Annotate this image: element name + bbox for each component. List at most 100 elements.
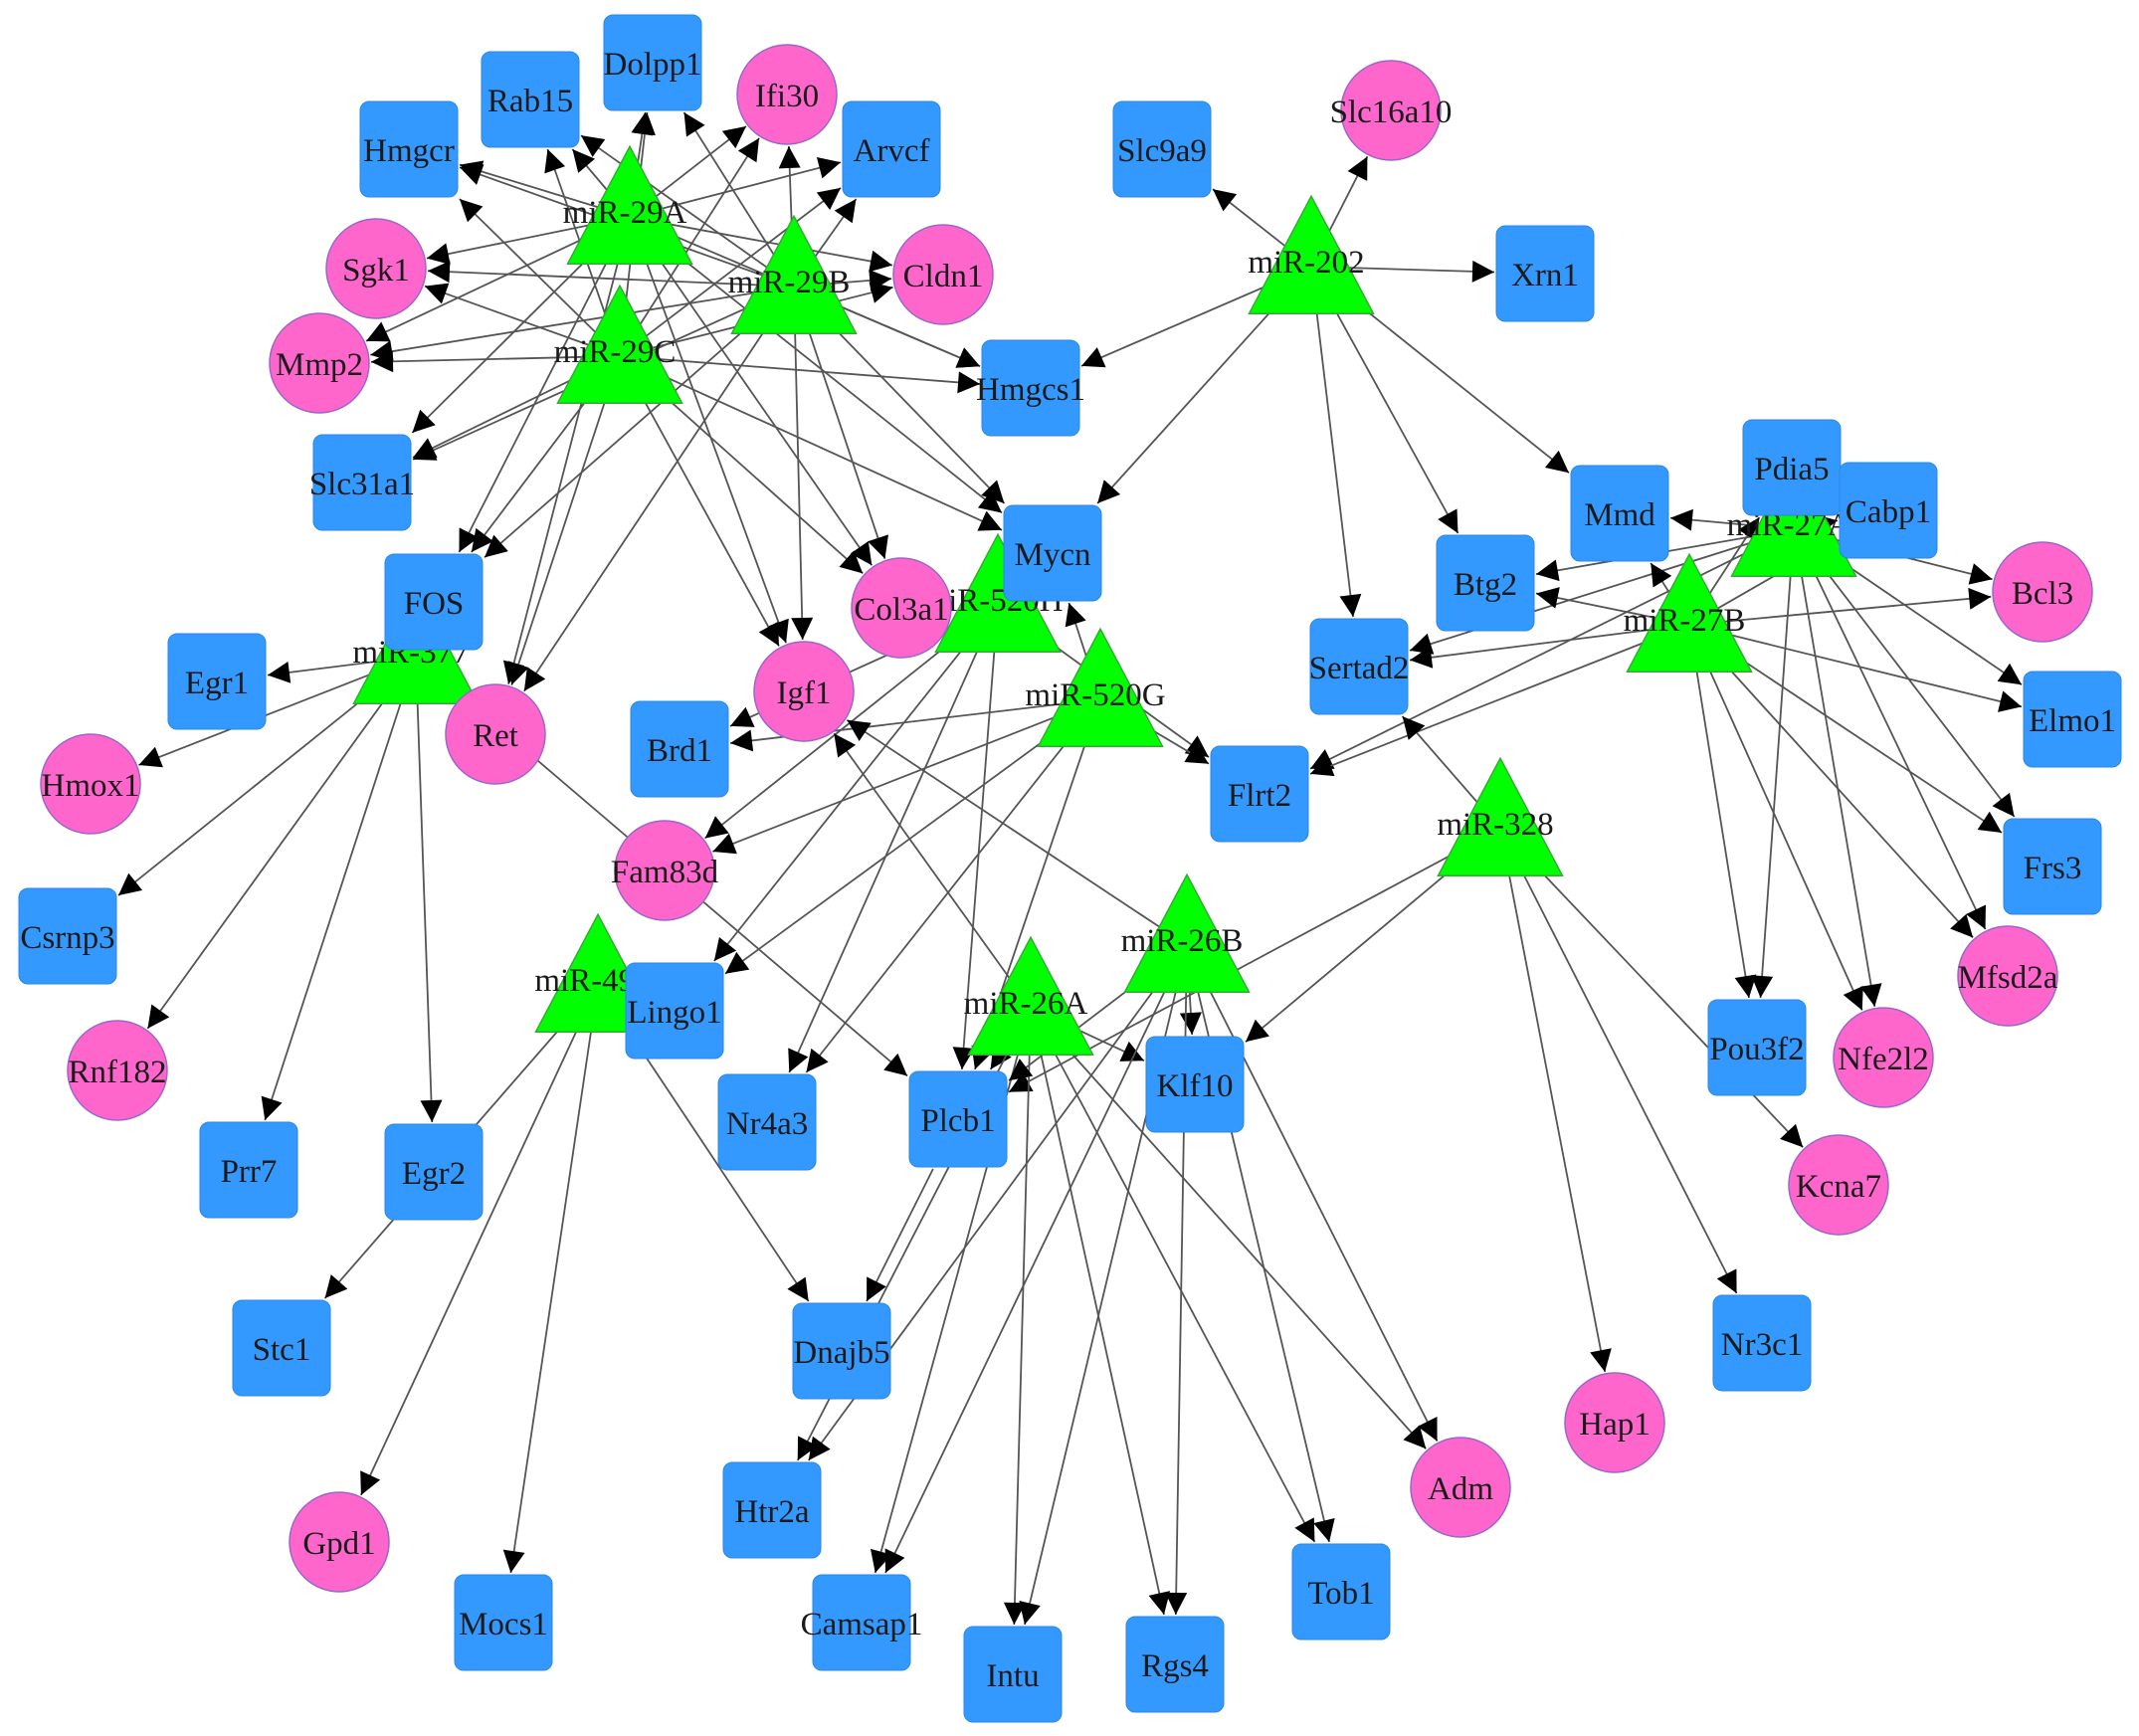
gene-node-adm[interactable]: Adm [1410, 1437, 1511, 1538]
edge-mir-27b-to-nfe2l2 [1700, 652, 1863, 1011]
gene-node-pdia5[interactable]: Pdia5 [1742, 419, 1842, 516]
mirna-node-mir-26a[interactable]: miR-26A [964, 935, 1094, 1056]
circle-shape [614, 820, 715, 921]
square-shape [312, 434, 412, 531]
gene-node-xrn1[interactable]: Xrn1 [1495, 225, 1595, 322]
square-shape [963, 1626, 1063, 1723]
edge-mir-202-to-slc9a9 [1212, 188, 1288, 250]
gene-node-prr7[interactable]: Prr7 [199, 1121, 298, 1219]
edge-mir-26a-to-intu [1003, 1037, 1032, 1626]
edge-mir-202-to-hmgcs1 [1080, 278, 1284, 368]
edge-mir-29b-to-rab15 [580, 134, 771, 271]
gene-node-stc1[interactable]: Stc1 [232, 1299, 331, 1397]
gene-node-kcna7[interactable]: Kcna7 [1788, 1134, 1889, 1236]
mirna-node-mir-29b[interactable]: miR-29B [728, 214, 858, 334]
square-shape [1309, 618, 1409, 715]
gene-node-hmox1[interactable]: Hmox1 [40, 733, 141, 835]
gene-node-egr1[interactable]: Egr1 [167, 633, 267, 730]
circle-shape [1992, 541, 2093, 643]
edge-mir-29b-to-igf1 [791, 315, 814, 641]
gene-node-hap1[interactable]: Hap1 [1564, 1372, 1665, 1473]
mirna-node-mir-328[interactable]: miR-328 [1437, 756, 1564, 876]
edge-mir-202-to-btg2 [1324, 291, 1459, 534]
mirna-node-mir-29a[interactable]: miR-29A [563, 144, 693, 265]
gene-node-col3a1[interactable]: Col3a1 [851, 557, 952, 659]
gene-node-gpd1[interactable]: Gpd1 [289, 1491, 390, 1593]
gene-node-mfsd2a[interactable]: Mfsd2a [1957, 925, 2058, 1027]
circle-shape [445, 683, 546, 785]
node-label: Arvcf [854, 133, 930, 169]
gene-node-mmp2[interactable]: Mmp2 [269, 312, 370, 414]
square-shape [625, 962, 724, 1060]
gene-node-plcb1[interactable]: Plcb1 [908, 1070, 1008, 1168]
gene-node-rgs4[interactable]: Rgs4 [1125, 1616, 1225, 1713]
gene-node-slc9a9[interactable]: Slc9a9 [1112, 100, 1212, 198]
edge-mir-377-to-egr2 [416, 685, 443, 1123]
gene-node-fam83d[interactable]: Fam83d [611, 820, 719, 921]
gene-node-elmo1[interactable]: Elmo1 [2023, 671, 2122, 768]
gene-node-brd1[interactable]: Brd1 [630, 700, 729, 798]
gene-node-klf10[interactable]: Klf10 [1145, 1036, 1245, 1133]
gene-node-fos[interactable]: FOS [384, 553, 484, 651]
gene-node-tob1[interactable]: Tob1 [1291, 1543, 1391, 1640]
gene-node-rnf182[interactable]: Rnf182 [67, 1020, 168, 1121]
mirna-node-mir-27b[interactable]: miR-27B [1624, 552, 1753, 673]
gene-node-htr2a[interactable]: Htr2a [722, 1461, 822, 1559]
edge-mir-29b-to-dolpp1 [682, 111, 779, 263]
circle-shape [325, 218, 427, 319]
edge-mir-520h-to-plcb1 [952, 634, 997, 1070]
mirna-node-mir-29c[interactable]: miR-29C [554, 284, 683, 404]
gene-node-csrnp3[interactable]: Csrnp3 [18, 887, 117, 985]
gene-node-igf1[interactable]: Igf1 [753, 641, 855, 742]
gene-node-bcl3[interactable]: Bcl3 [1992, 541, 2093, 643]
gene-node-ret[interactable]: Ret [445, 683, 546, 785]
gene-node-sertad2[interactable]: Sertad2 [1309, 618, 1410, 715]
gene-node-nfe2l2[interactable]: Nfe2l2 [1833, 1007, 1934, 1108]
gene-node-nr4a3[interactable]: Nr4a3 [717, 1073, 817, 1171]
gene-node-sgk1[interactable]: Sgk1 [325, 218, 427, 319]
gene-node-dolpp1[interactable]: Dolpp1 [603, 14, 702, 111]
gene-node-cldn1[interactable]: Cldn1 [892, 224, 994, 325]
gene-node-egr2[interactable]: Egr2 [384, 1123, 484, 1221]
gene-node-intu[interactable]: Intu [963, 1626, 1063, 1723]
node-label: Nfe2l2 [1838, 1042, 1929, 1077]
mirna-node-mir-520g[interactable]: miR-520G [1025, 627, 1166, 747]
gene-node-ifi30[interactable]: Ifi30 [736, 44, 838, 145]
edge-mir-377-to-rnf182 [146, 679, 400, 1030]
gene-node-frs3[interactable]: Frs3 [2003, 818, 2102, 915]
gene-node-mycn[interactable]: Mycn [1003, 504, 1102, 602]
edge-mir-520g-to-fam83d [712, 709, 1073, 855]
node-label: Hmox1 [42, 768, 140, 804]
gene-node-rab15[interactable]: Rab15 [481, 51, 580, 148]
square-shape [384, 553, 484, 651]
mirna-node-mir-26b[interactable]: miR-26B [1121, 872, 1251, 993]
node-label: Mmd [1584, 497, 1655, 533]
gene-node-arvcf[interactable]: Arvcf [842, 100, 941, 198]
node-label: Rnf182 [69, 1055, 167, 1090]
gene-node-cabp1[interactable]: Cabp1 [1839, 462, 1938, 559]
gene-node-nr3c1[interactable]: Nr3c1 [1712, 1294, 1812, 1392]
gene-node-mocs1[interactable]: Mocs1 [454, 1574, 553, 1671]
gene-node-hmgcs1[interactable]: Hmgcs1 [976, 339, 1085, 437]
circle-shape [753, 641, 855, 742]
node-label: Btg2 [1454, 567, 1517, 603]
edge-mir-27b-to-pou3f2 [1692, 654, 1757, 999]
node-label: Hap1 [1579, 1407, 1650, 1443]
gene-node-hmgcr[interactable]: Hmgcr [359, 100, 459, 198]
node-label: Flrt2 [1228, 778, 1291, 814]
node-label: Sertad2 [1309, 651, 1410, 686]
edge-mir-29c-to-ret [507, 384, 612, 685]
node-label: Klf10 [1157, 1068, 1234, 1104]
gene-node-dnajb5[interactable]: Dnajb5 [792, 1302, 891, 1400]
edge-mir-27a-to-pou3f2 [1751, 558, 1793, 999]
node-label: Adm [1428, 1471, 1493, 1507]
gene-node-btg2[interactable]: Btg2 [1436, 534, 1535, 632]
mirna-node-mir-202[interactable]: miR-202 [1248, 194, 1375, 314]
gene-node-mmd[interactable]: Mmd [1570, 465, 1669, 562]
gene-node-pou3f2[interactable]: Pou3f2 [1707, 999, 1807, 1096]
gene-node-flrt2[interactable]: Flrt2 [1210, 745, 1309, 843]
gene-node-slc16a10[interactable]: Slc16a10 [1330, 60, 1453, 161]
gene-node-lingo1[interactable]: Lingo1 [625, 962, 724, 1060]
gene-node-slc31a1[interactable]: Slc31a1 [309, 434, 415, 531]
gene-node-camsap1[interactable]: Camsap1 [801, 1574, 923, 1671]
